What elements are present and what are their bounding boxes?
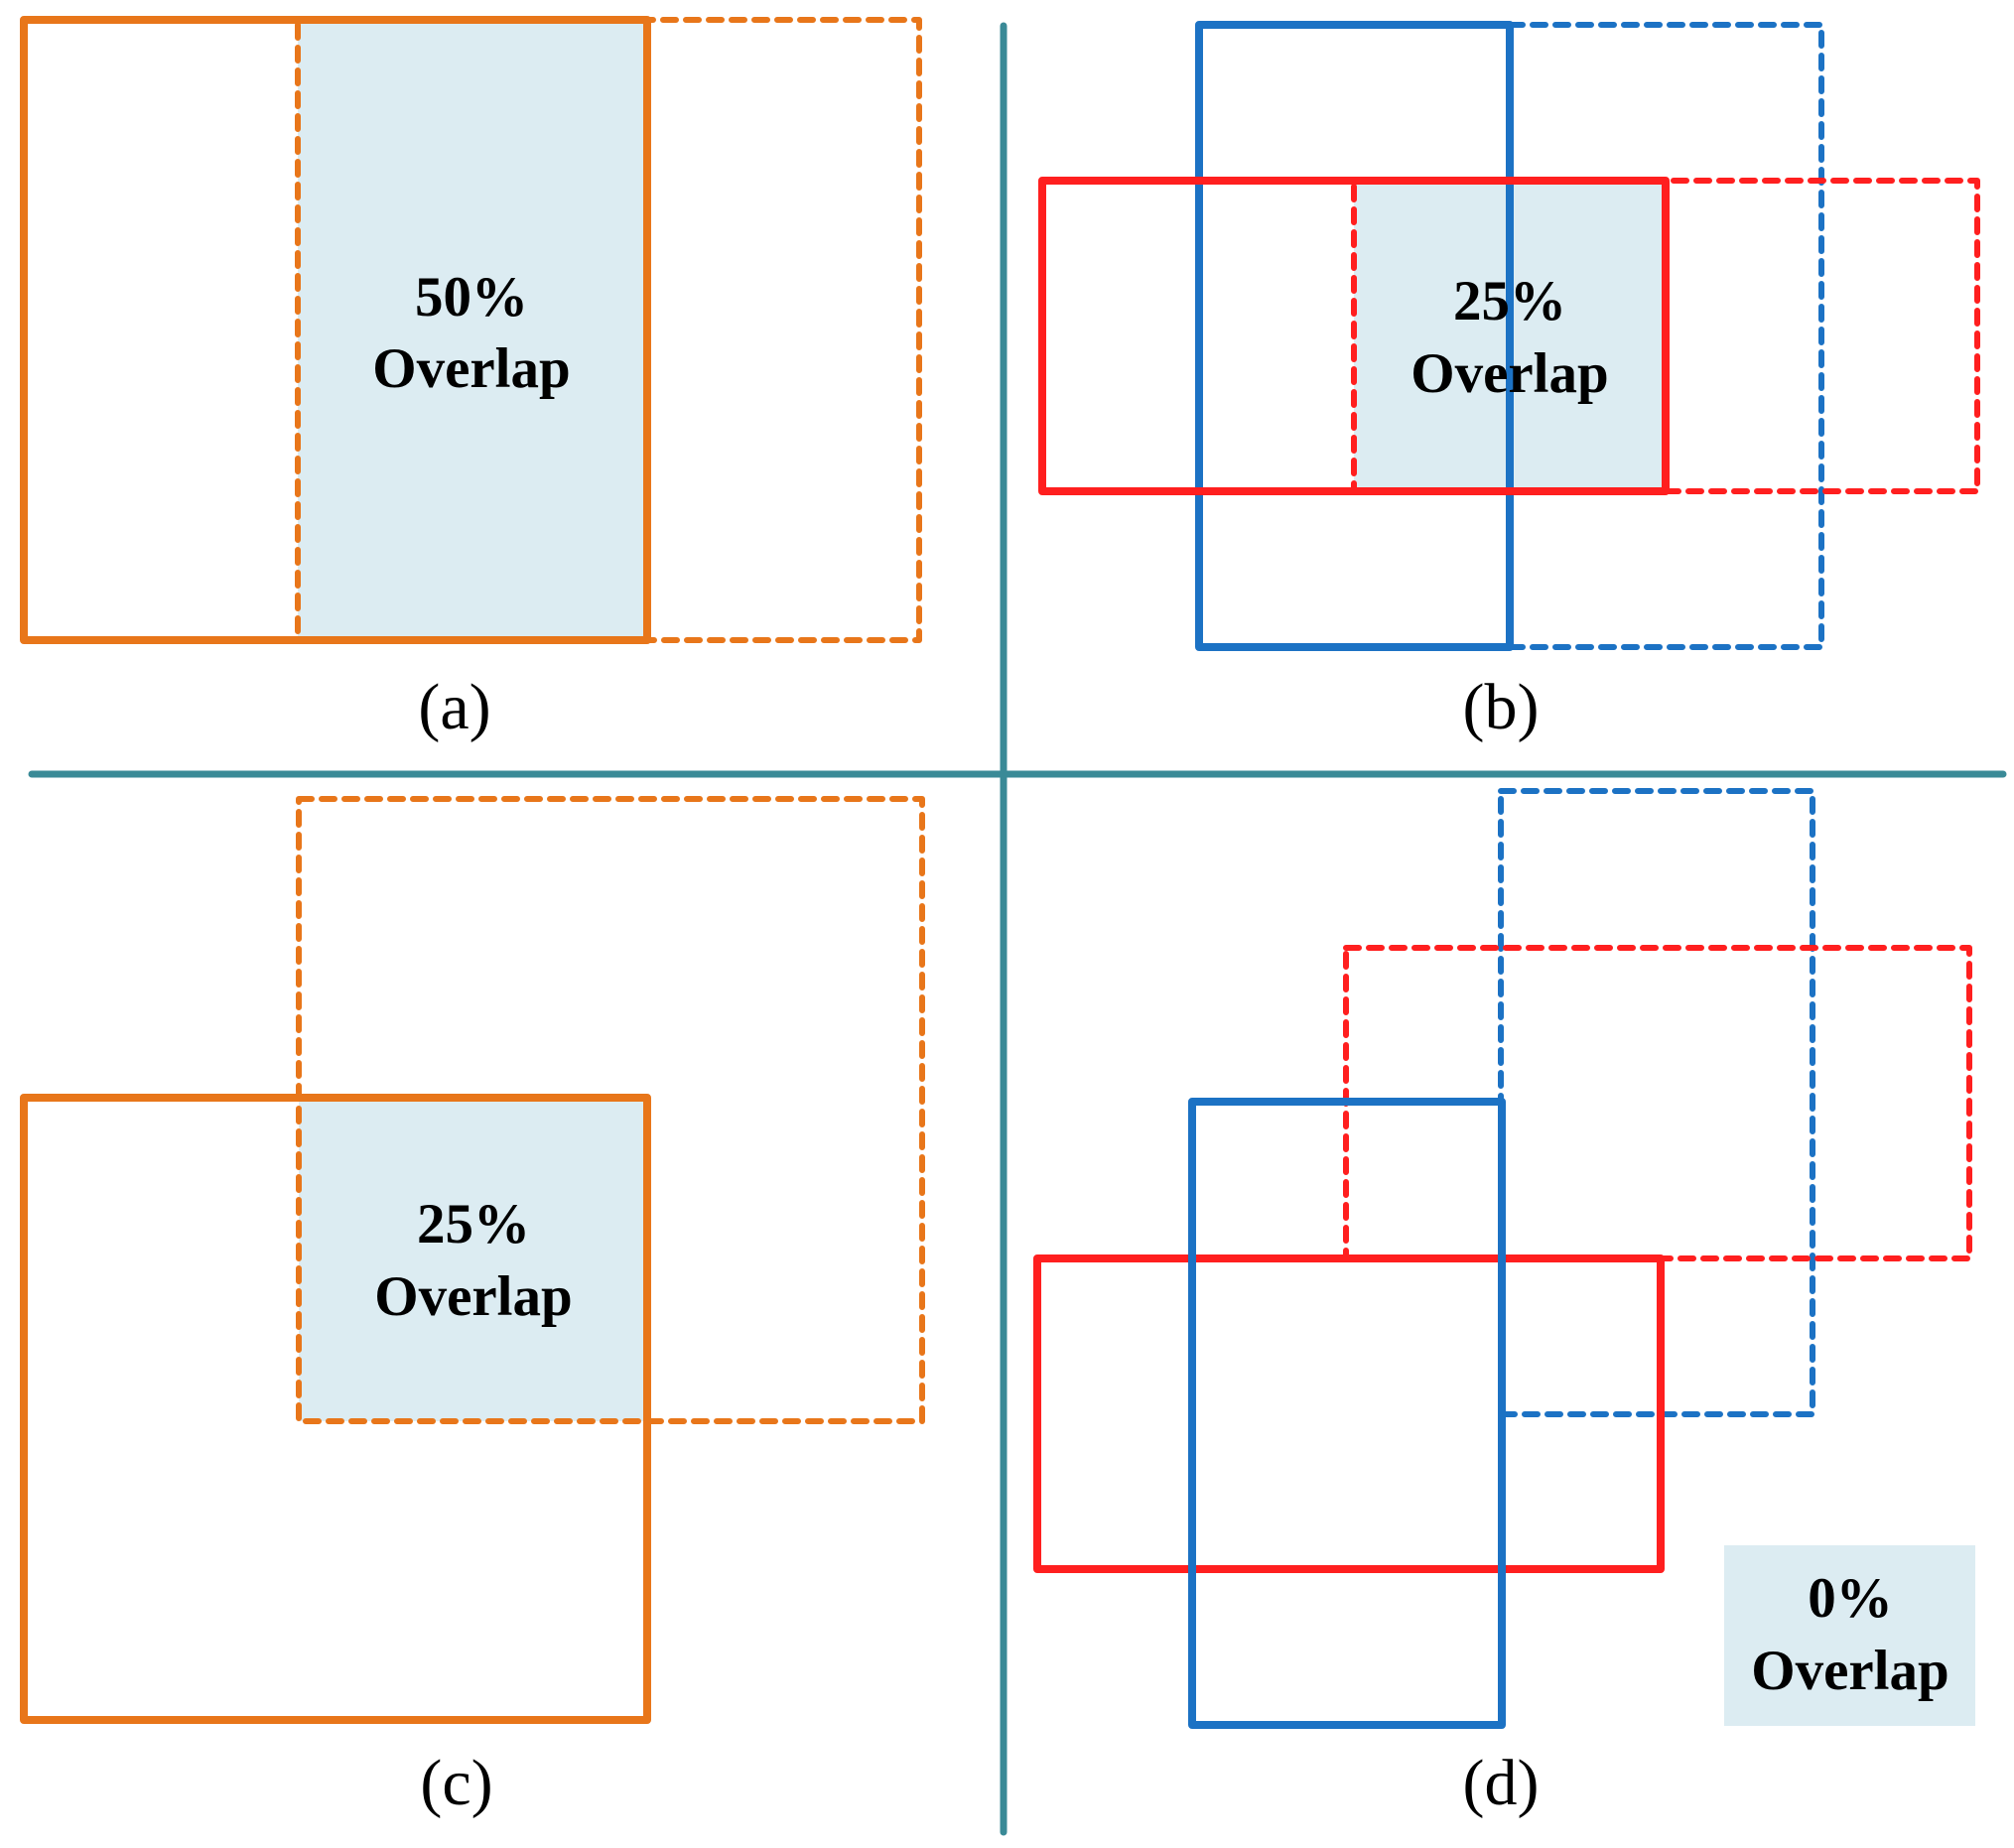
panel-a-caption: (a) <box>418 671 490 743</box>
panel-d-overlap-legend-box <box>1724 1545 1975 1726</box>
panel-c-caption: (c) <box>420 1747 492 1819</box>
panel-b-red-solid-box <box>1038 177 1670 495</box>
panel-d-caption: (d) <box>1463 1747 1540 1819</box>
panel-a-overlap-percent: 50% <box>415 266 528 329</box>
panel-a-dashed-box <box>295 17 922 643</box>
panel-c-overlap-percent: 25% <box>417 1193 530 1255</box>
panel-c-solid-box <box>20 1094 651 1724</box>
panel-b-overlap-percent: 25% <box>1453 270 1566 332</box>
panel-d-red-solid-box <box>1033 1254 1665 1573</box>
panel-b: 25% Overlap (b) <box>1038 21 1980 743</box>
panel-a-overlap-word: Overlap <box>372 337 570 400</box>
panel-d-blue-solid-box <box>1188 1098 1506 1729</box>
panel-c: 25% Overlap (c) <box>20 796 925 1819</box>
panel-c-overlap-word: Overlap <box>374 1265 572 1328</box>
panel-d: 0% Overlap (d) <box>1033 788 1975 1819</box>
panel-a: 50% Overlap (a) <box>20 16 922 743</box>
panel-b-blue-solid-box <box>1195 21 1514 651</box>
panel-a-overlap-region <box>298 20 647 640</box>
panel-d-overlap-percent: 0% <box>1808 1567 1893 1630</box>
panel-d-overlap-word: Overlap <box>1751 1640 1948 1702</box>
panel-c-dashed-box <box>296 796 925 1424</box>
panel-c-overlap-region <box>299 1098 647 1421</box>
panel-b-caption: (b) <box>1463 671 1540 743</box>
panel-b-overlap-word: Overlap <box>1410 342 1608 405</box>
